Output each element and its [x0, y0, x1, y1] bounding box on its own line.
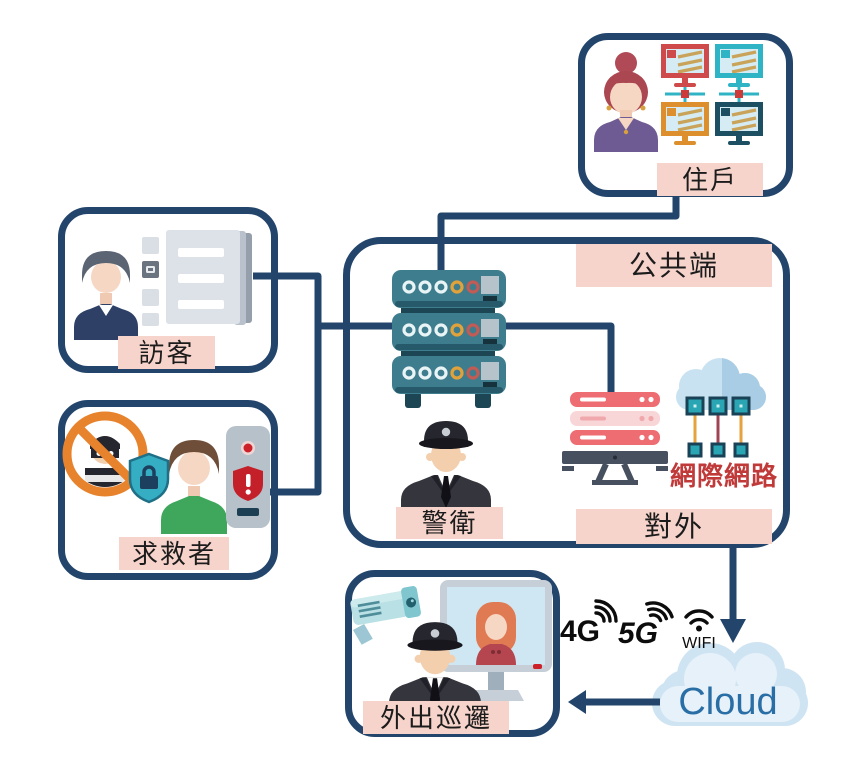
- resident-label: 住戶: [657, 163, 763, 196]
- public-label: 公共端: [576, 244, 772, 287]
- guard-icon: [401, 421, 491, 511]
- monitor-orange-icon: [663, 104, 707, 145]
- wifi-label: WIFI: [682, 635, 716, 652]
- visitor-man-icon: [74, 251, 138, 340]
- rescuer-label: 求救者: [119, 537, 229, 570]
- wireless-group: 4G 5G WIFI: [560, 599, 716, 652]
- monitor-network-icon: [656, 40, 770, 166]
- external-label: 對外: [576, 509, 772, 544]
- monitor-navy-icon: [717, 104, 761, 145]
- security-shield-icon: [128, 452, 170, 504]
- monitor-teal-icon: [717, 46, 761, 87]
- signal-4g-icon: 4G: [560, 615, 600, 648]
- wifi-icon: [684, 609, 714, 632]
- no-burglar-icon: [62, 411, 148, 497]
- server-rack-icon: [392, 270, 506, 408]
- signal-waves-4g-icon: [594, 599, 618, 623]
- guard-label: 警衛: [396, 507, 503, 539]
- visitor-list-icon: [142, 230, 252, 326]
- internet-label: 網際網路: [669, 460, 778, 491]
- resident-woman-icon: [594, 52, 658, 152]
- external-server-icon: [562, 392, 668, 485]
- patrol-label: 外出巡邏: [363, 701, 509, 734]
- emergency-device-icon: [226, 426, 270, 528]
- signal-5g-icon: 5G: [618, 617, 658, 650]
- cctv-camera-icon: [350, 586, 421, 645]
- video-call-monitor-icon: [440, 580, 552, 701]
- internet-cloud-icon: [676, 358, 766, 458]
- patrol-guard-icon: [389, 622, 481, 714]
- cloud-icon: Cloud: [652, 642, 808, 726]
- cloud-label: Cloud: [678, 681, 777, 723]
- signal-waves-5g-icon: [645, 601, 674, 623]
- monitor-red-icon: [663, 46, 707, 87]
- visitor-label: 訪客: [118, 336, 215, 369]
- rescuer-man-icon: [161, 440, 227, 534]
- arrowhead-left-icon: [568, 690, 586, 714]
